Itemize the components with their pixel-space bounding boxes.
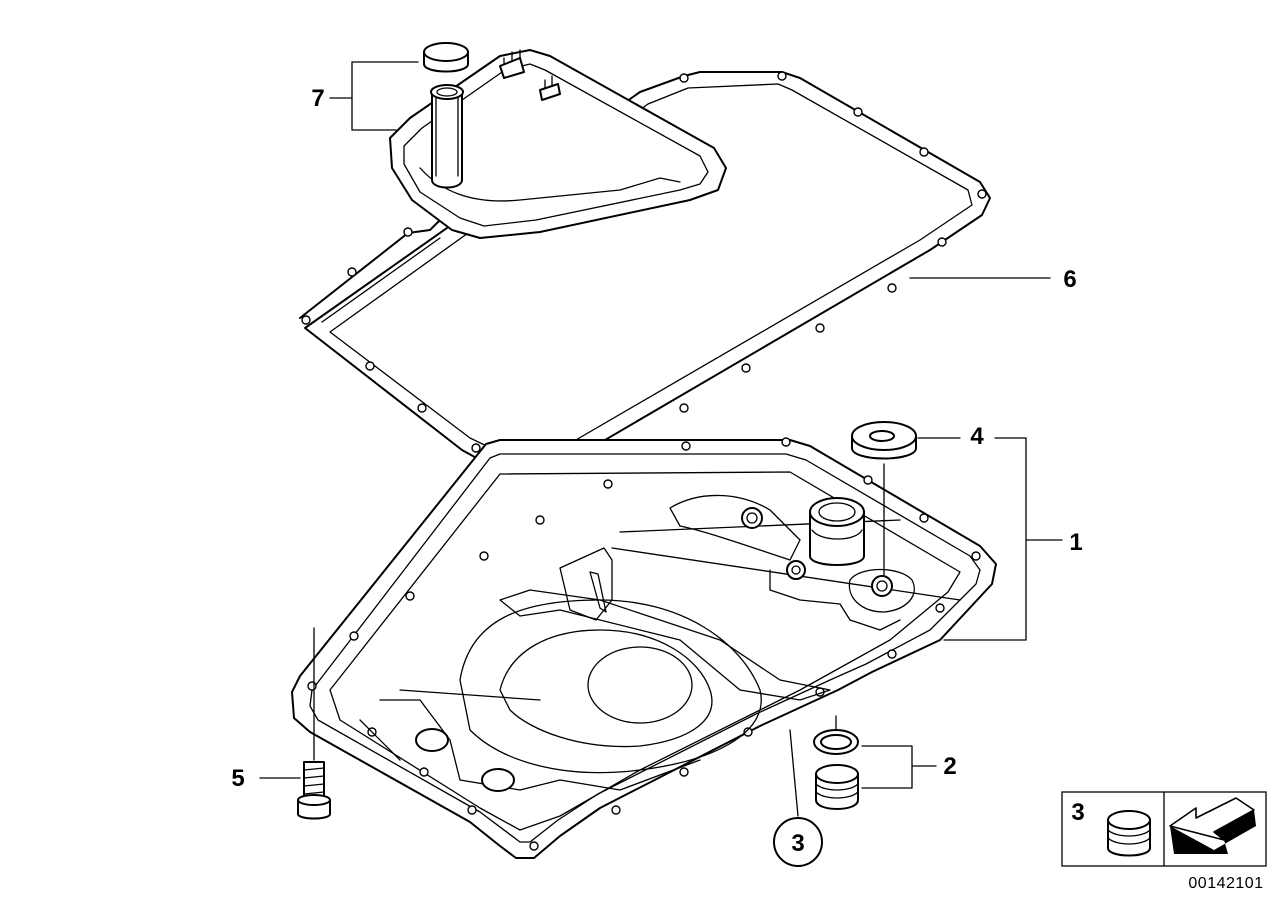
direction-arrow-icon: [1169, 797, 1256, 854]
leader-lines: [329, 61, 1063, 817]
callout-2: 2: [943, 753, 956, 780]
callout-4: 4: [970, 423, 984, 450]
callout-3-circle: [773, 817, 823, 867]
inset-plug-drawing: [1107, 810, 1151, 857]
drawing-number: 00142101: [1188, 875, 1263, 892]
transmission-filter: [389, 49, 727, 239]
callout-6: 6: [1063, 266, 1076, 293]
seal-part-4: [851, 421, 917, 577]
bolt-part-5: [259, 627, 331, 820]
oil-pan: [291, 437, 997, 859]
inset-box: 3: [1061, 791, 1267, 867]
filter-seal-plug: [423, 42, 469, 73]
callout-1: 1: [1069, 529, 1082, 556]
drain-plug-part-2: [813, 715, 859, 810]
callout-3: 3: [791, 830, 804, 857]
inset-label: 3: [1071, 799, 1084, 826]
callout-7: 7: [311, 85, 324, 112]
callout-5: 5: [231, 765, 244, 792]
